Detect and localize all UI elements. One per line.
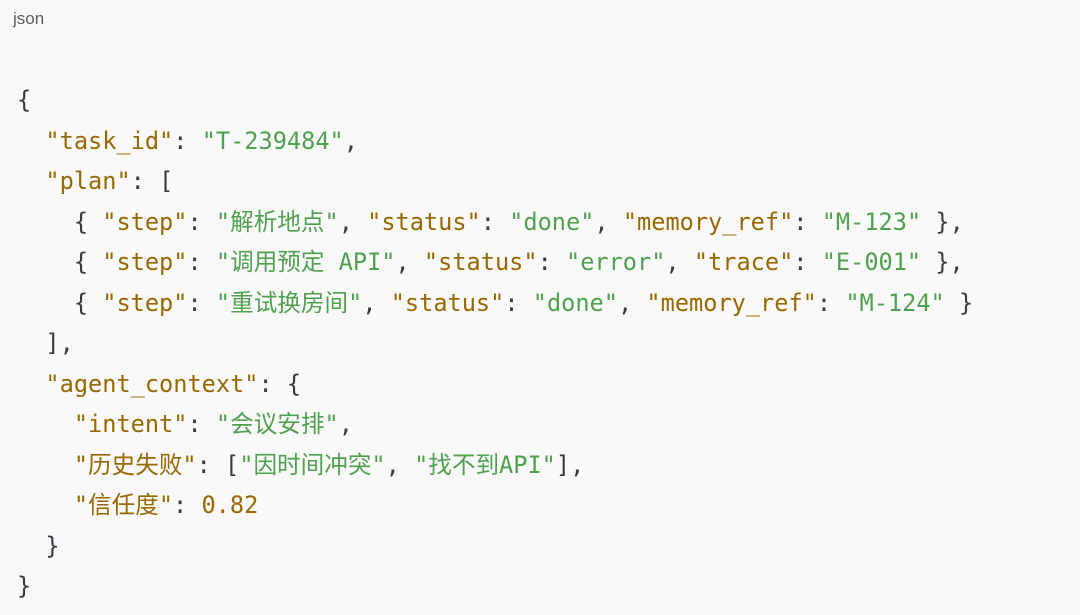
json-key: "status" xyxy=(390,288,505,317)
json-punctuation: } xyxy=(944,288,974,317)
json-punctuation: , xyxy=(594,207,623,236)
json-key: "agent_context" xyxy=(45,369,259,398)
json-punctuation: ], xyxy=(17,329,74,357)
json-string: "会议安排" xyxy=(215,410,339,438)
code-line: } xyxy=(17,566,973,607)
json-key: "step" xyxy=(102,207,188,236)
json-punctuation xyxy=(17,491,74,519)
json-punctuation: , xyxy=(338,410,353,438)
json-key: "trace" xyxy=(693,248,794,276)
json-punctuation: : [ xyxy=(130,167,174,195)
json-string: "重试换房间" xyxy=(215,288,363,317)
json-string: "E-001" xyxy=(821,248,922,276)
json-string: "因时间冲突" xyxy=(239,450,386,479)
code-line: ], xyxy=(17,323,973,364)
json-punctuation: , xyxy=(618,288,647,317)
code-line: { "step": "重试换房间", "status": "done", "me… xyxy=(17,283,973,324)
json-punctuation xyxy=(17,167,45,195)
code-line: "task_id": "T-239484", xyxy=(17,121,973,162)
json-punctuation: , xyxy=(385,450,415,479)
json-key: "plan" xyxy=(45,167,131,195)
json-key: "memory_ref" xyxy=(646,288,817,317)
json-string: "error" xyxy=(565,248,666,276)
json-key: "status" xyxy=(367,207,481,236)
code-line: "intent": "会议安排", xyxy=(17,404,973,445)
json-punctuation: : xyxy=(187,410,216,438)
json-punctuation xyxy=(17,410,74,438)
json-punctuation: } xyxy=(17,572,32,600)
json-string: "解析地点" xyxy=(215,207,339,236)
json-punctuation: : xyxy=(793,207,822,236)
json-punctuation xyxy=(17,370,45,398)
json-code-block: { "task_id": "T-239484", "plan": [ { "st… xyxy=(17,80,973,607)
json-key: "memory_ref" xyxy=(622,207,794,236)
json-punctuation: { xyxy=(17,86,32,114)
json-punctuation: : xyxy=(187,288,216,317)
json-string: "M-124" xyxy=(845,288,945,317)
json-punctuation xyxy=(17,451,74,479)
json-string: "调用预定 API" xyxy=(215,248,396,276)
json-punctuation: ], xyxy=(555,450,585,479)
json-punctuation: , xyxy=(338,207,368,236)
json-key: "历史失败" xyxy=(73,450,197,479)
json-number: 0.82 xyxy=(201,491,259,519)
json-punctuation: : xyxy=(173,126,202,155)
json-string: "T-239484" xyxy=(201,126,344,155)
json-key: "step" xyxy=(102,248,188,276)
json-punctuation xyxy=(17,127,45,155)
json-key: "step" xyxy=(102,288,188,317)
code-line: "信任度": 0.82 xyxy=(17,485,973,526)
json-punctuation: { xyxy=(17,248,103,276)
code-language-label: json xyxy=(13,9,45,28)
code-line: "plan": [ xyxy=(17,161,973,202)
json-punctuation: : xyxy=(480,207,510,236)
code-line: { "step": "调用预定 API", "status": "error",… xyxy=(17,242,973,283)
code-line: "agent_context": { xyxy=(17,364,973,405)
json-punctuation: { xyxy=(17,207,103,236)
json-key: "信任度" xyxy=(73,491,174,519)
json-string: "找不到API" xyxy=(414,450,556,479)
json-punctuation: : [ xyxy=(196,450,240,479)
json-punctuation: , xyxy=(362,288,391,317)
json-punctuation: , xyxy=(395,248,424,276)
code-line: } xyxy=(17,526,973,567)
json-punctuation: : xyxy=(173,491,202,519)
json-key: "status" xyxy=(423,248,538,276)
json-punctuation: } xyxy=(17,531,60,560)
json-string: "done" xyxy=(509,207,595,236)
json-key: "intent" xyxy=(73,410,188,438)
json-punctuation: }, xyxy=(921,248,964,276)
json-punctuation: : { xyxy=(258,369,302,398)
code-line: "历史失败": ["因时间冲突", "找不到API"], xyxy=(17,445,973,486)
json-punctuation: : xyxy=(793,248,822,276)
json-string: "M-123" xyxy=(821,207,922,236)
json-punctuation: : xyxy=(816,288,846,317)
json-punctuation: : xyxy=(537,248,566,276)
json-string: "done" xyxy=(532,288,618,317)
json-punctuation: }, xyxy=(921,207,964,236)
code-line: { "step": "解析地点", "status": "done", "mem… xyxy=(17,202,973,243)
json-punctuation: { xyxy=(17,288,103,317)
json-punctuation: , xyxy=(665,248,694,276)
json-punctuation: : xyxy=(187,248,216,276)
json-punctuation: : xyxy=(187,207,216,236)
json-key: "task_id" xyxy=(45,126,174,155)
code-line: { xyxy=(17,80,973,121)
json-punctuation: , xyxy=(343,126,358,155)
json-punctuation: : xyxy=(504,288,533,317)
